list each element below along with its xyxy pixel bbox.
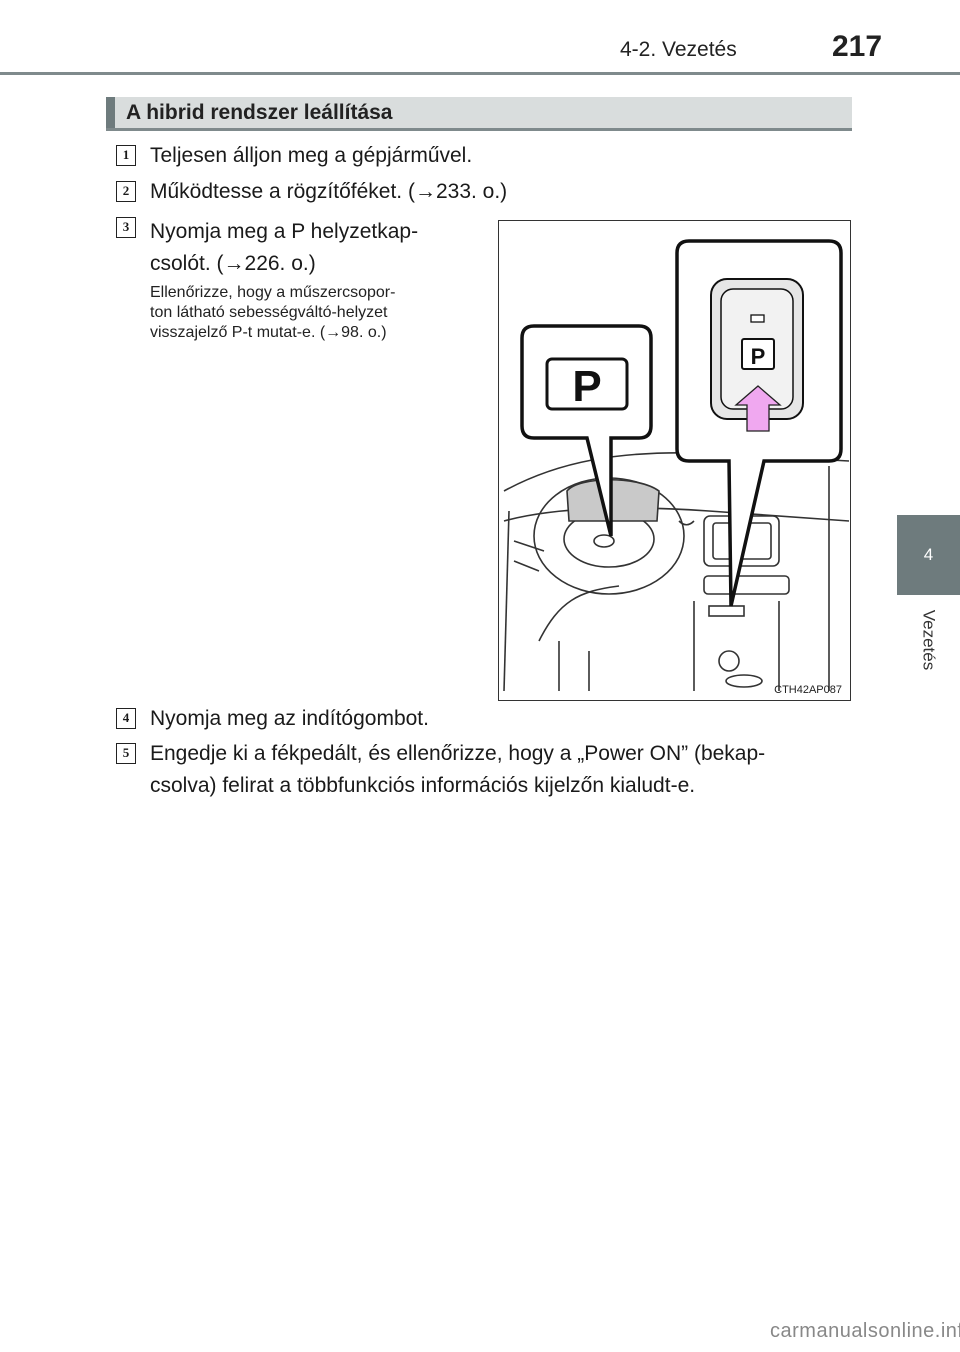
header-section-title: 4-2. Vezetés — [620, 38, 737, 61]
section-banner-bar — [106, 97, 115, 128]
press-arrow-icon — [734, 385, 782, 432]
header-rule — [0, 72, 960, 75]
p-indicator-light — [750, 314, 765, 323]
step-number: 3 — [116, 217, 136, 238]
vent-arc — [678, 520, 695, 526]
door-edge-line — [503, 510, 510, 692]
figure-shift-p-switch: P P CTH42AP087 — [498, 220, 851, 701]
step-text: Nyomja meg az indítógombot. — [150, 707, 429, 730]
step-number: 5 — [116, 743, 136, 764]
shift-switch-area — [708, 605, 745, 617]
step-text-line: Engedje ki a fékpedált, és ellenőrizze, … — [150, 742, 766, 765]
section-title: A hibrid rendszer leállítása — [126, 101, 393, 124]
step-3-note: Ellenőrizze, hogy a műszercsopor- ton lá… — [150, 283, 480, 343]
step-5-text: Engedje ki a fékpedált, és ellenőrizze, … — [150, 738, 850, 802]
watermark[interactable]: carmanualsonline.info — [770, 1320, 960, 1342]
vent-lines — [513, 540, 545, 572]
figure-code: CTH42AP087 — [774, 684, 842, 696]
callout-right — [675, 239, 843, 607]
step-number: 4 — [116, 708, 136, 729]
climate-panel — [703, 575, 790, 595]
p-switch-letter: P — [751, 344, 766, 369]
step-text: Teljesen álljon meg a gépjárművel. — [150, 144, 473, 167]
chapter-tab-number: 4 — [897, 515, 960, 595]
p-indicator-letter: P — [572, 362, 601, 411]
step-text-line: csolót. (→226. o.) — [150, 252, 316, 275]
console-sides — [693, 601, 780, 691]
dashboard-lower-line — [538, 585, 620, 642]
step-text-line: Nyomja meg a P helyzetkap- — [150, 220, 419, 243]
note-line: Ellenőrizze, hogy a műszercsopor- — [150, 284, 396, 301]
page-number: 217 — [832, 30, 883, 63]
step-number: 1 — [116, 145, 136, 166]
note-line: ton látható sebességváltó-helyzet — [150, 304, 388, 321]
step-text: Működtesse a rögzítőféket. (→233. o.) — [150, 180, 508, 203]
section-banner: A hibrid rendszer leállítása — [106, 97, 852, 131]
instrument-cluster — [566, 479, 660, 522]
steering-logo — [593, 534, 615, 548]
callout-left — [520, 324, 653, 537]
note-line: visszajelző P-t mutat-e. (→98. o.) — [150, 324, 387, 341]
step-number: 2 — [116, 181, 136, 202]
pedal-area-lines — [558, 641, 590, 691]
step-text-line: csolva) felirat a többfunkciós informáci… — [150, 774, 696, 797]
console-ring — [725, 674, 763, 688]
figure-illustration: P P — [503, 239, 850, 692]
p-switch-button — [741, 338, 775, 370]
step-3-text: Nyomja meg a P helyzetkap- csolót. (→226… — [150, 216, 480, 280]
shift-knob — [718, 650, 740, 672]
chapter-tab-label: Vezetés — [919, 609, 939, 671]
p-indicator-frame — [545, 357, 629, 411]
